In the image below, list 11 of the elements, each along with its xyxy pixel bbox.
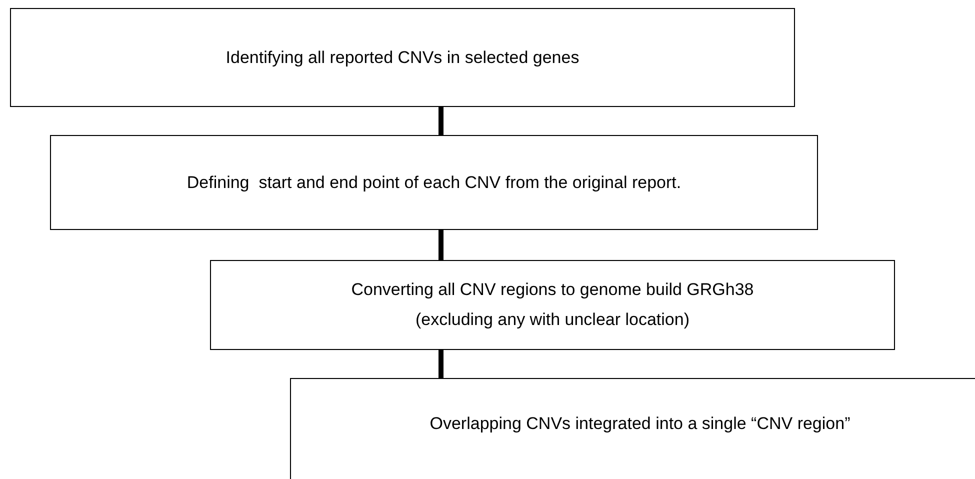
- process-box: [210, 260, 895, 350]
- connector-line: [438, 230, 444, 260]
- connector-line: [438, 350, 444, 378]
- process-box: [50, 135, 818, 230]
- step-text: Identifying all reported CNVs in selected genes: [226, 46, 580, 69]
- step-text: Overlapping CNVs integrated into a single “CNV region”: [430, 413, 850, 436]
- step-text: Defining start and end point of each CNV from the original report.: [186, 172, 682, 194]
- process-box: [10, 8, 795, 107]
- process-box: [290, 378, 975, 479]
- connector-line: [438, 107, 444, 135]
- step-text: Converting all CNV regions to genome build GRGh38 (excluding any with unclear location): [350, 279, 755, 331]
